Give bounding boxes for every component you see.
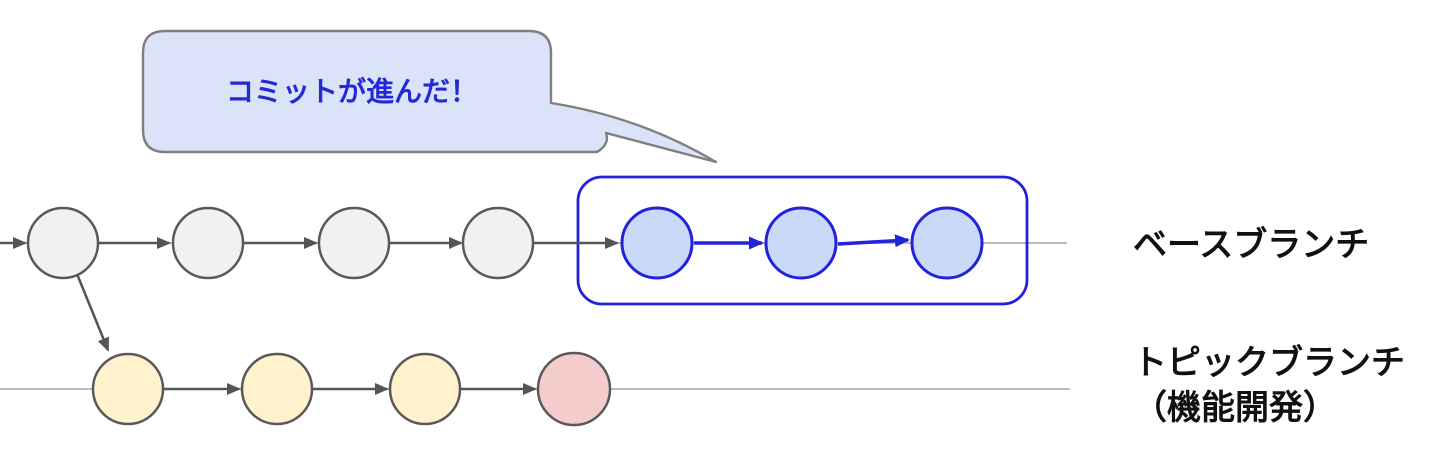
- arrow-new-2-3: [837, 234, 910, 248]
- commit-node-new-2: [764, 206, 838, 280]
- commit-node-topic-1: [91, 352, 165, 426]
- commit-node-new-1: [620, 206, 694, 280]
- new-commits-highlight-box: [576, 175, 1029, 306]
- topic-branch-label-line2: （機能開発）: [1133, 388, 1337, 427]
- commit-node-topic-4: [536, 351, 612, 427]
- topic-branch-label-line1: トピックブランチ: [1133, 343, 1405, 382]
- commit-node-base-1: [26, 206, 100, 280]
- commit-node-base-3: [317, 206, 391, 280]
- commit-node-base-4: [461, 206, 535, 280]
- commit-node-base-2: [171, 206, 245, 280]
- commit-node-new-3: [910, 206, 984, 280]
- arrow-branch-off: [75, 273, 110, 352]
- speech-bubble: [141, 29, 718, 164]
- commit-node-topic-2: [240, 352, 314, 426]
- speech-bubble-text: コミットが進んだ！: [226, 75, 478, 107]
- base-branch-label: ベースブランチ: [1133, 225, 1369, 264]
- commit-node-topic-3: [388, 352, 462, 426]
